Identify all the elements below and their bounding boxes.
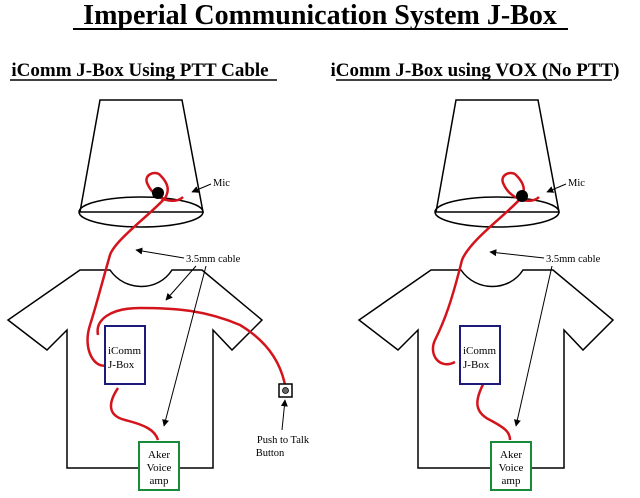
right-cable-label: 3.5mm cable	[546, 254, 601, 265]
left-cable-arrow-2	[165, 265, 197, 301]
left-panel: iComm J-Box Using PTT Cable Mic 3.5mm ca…	[6, 60, 310, 491]
left-amp-cable	[109, 387, 160, 441]
right-jbox-line1: iComm	[463, 345, 496, 357]
left-shirt	[6, 269, 264, 469]
right-amp-line1: Aker	[500, 449, 522, 461]
left-heading: iComm J-Box Using PTT Cable	[11, 60, 268, 81]
left-mic-label: Mic	[213, 178, 230, 189]
left-jbox-line1: iComm	[108, 345, 141, 357]
ptt-arrow	[280, 399, 288, 431]
ptt-button-dot	[282, 387, 289, 394]
right-heading: iComm J-Box using VOX (No PTT)	[330, 60, 619, 81]
right-panel: iComm J-Box using VOX (No PTT) Mic 3.5mm…	[330, 60, 620, 491]
left-amp-line2: Voice	[147, 462, 172, 474]
right-amp	[490, 441, 532, 491]
left-amp	[138, 441, 180, 491]
right-amp-line3: amp	[502, 475, 521, 487]
right-amp-line2: Voice	[499, 462, 524, 474]
right-shirt	[357, 269, 615, 469]
left-cable-label: 3.5mm cable	[186, 254, 241, 265]
left-jbox	[104, 325, 146, 385]
left-mic-cable	[86, 171, 184, 367]
left-mic-arrow	[191, 183, 212, 193]
right-mic-icon	[516, 190, 528, 202]
right-jbox	[459, 325, 501, 385]
left-cable-arrow-3	[162, 265, 207, 427]
left-amp-line1: Aker	[148, 449, 170, 461]
left-amp-line3: amp	[150, 475, 169, 487]
left-cable-arrow-1	[135, 247, 185, 259]
right-cable-arrow-2	[513, 265, 553, 427]
right-mic-cable	[431, 171, 540, 366]
right-amp-cable	[476, 379, 512, 441]
right-mic-label: Mic	[568, 178, 585, 189]
ptt-label-line1: Push to Talk	[257, 435, 310, 446]
right-cable-arrow-1	[489, 249, 545, 259]
left-helmet-rim	[78, 196, 204, 228]
page-title: Imperial Communication System J-Box	[83, 0, 557, 31]
right-helmet-rim	[434, 196, 560, 228]
right-mic-arrow	[546, 183, 567, 193]
left-jbox-line2: J-Box	[108, 359, 135, 371]
right-jbox-line2: J-Box	[463, 359, 490, 371]
right-helmet	[435, 99, 560, 213]
left-mic-icon	[152, 187, 164, 199]
left-helmet	[79, 99, 204, 213]
left-ptt-cable	[96, 306, 287, 386]
ptt-label-line2: Button	[256, 448, 285, 459]
